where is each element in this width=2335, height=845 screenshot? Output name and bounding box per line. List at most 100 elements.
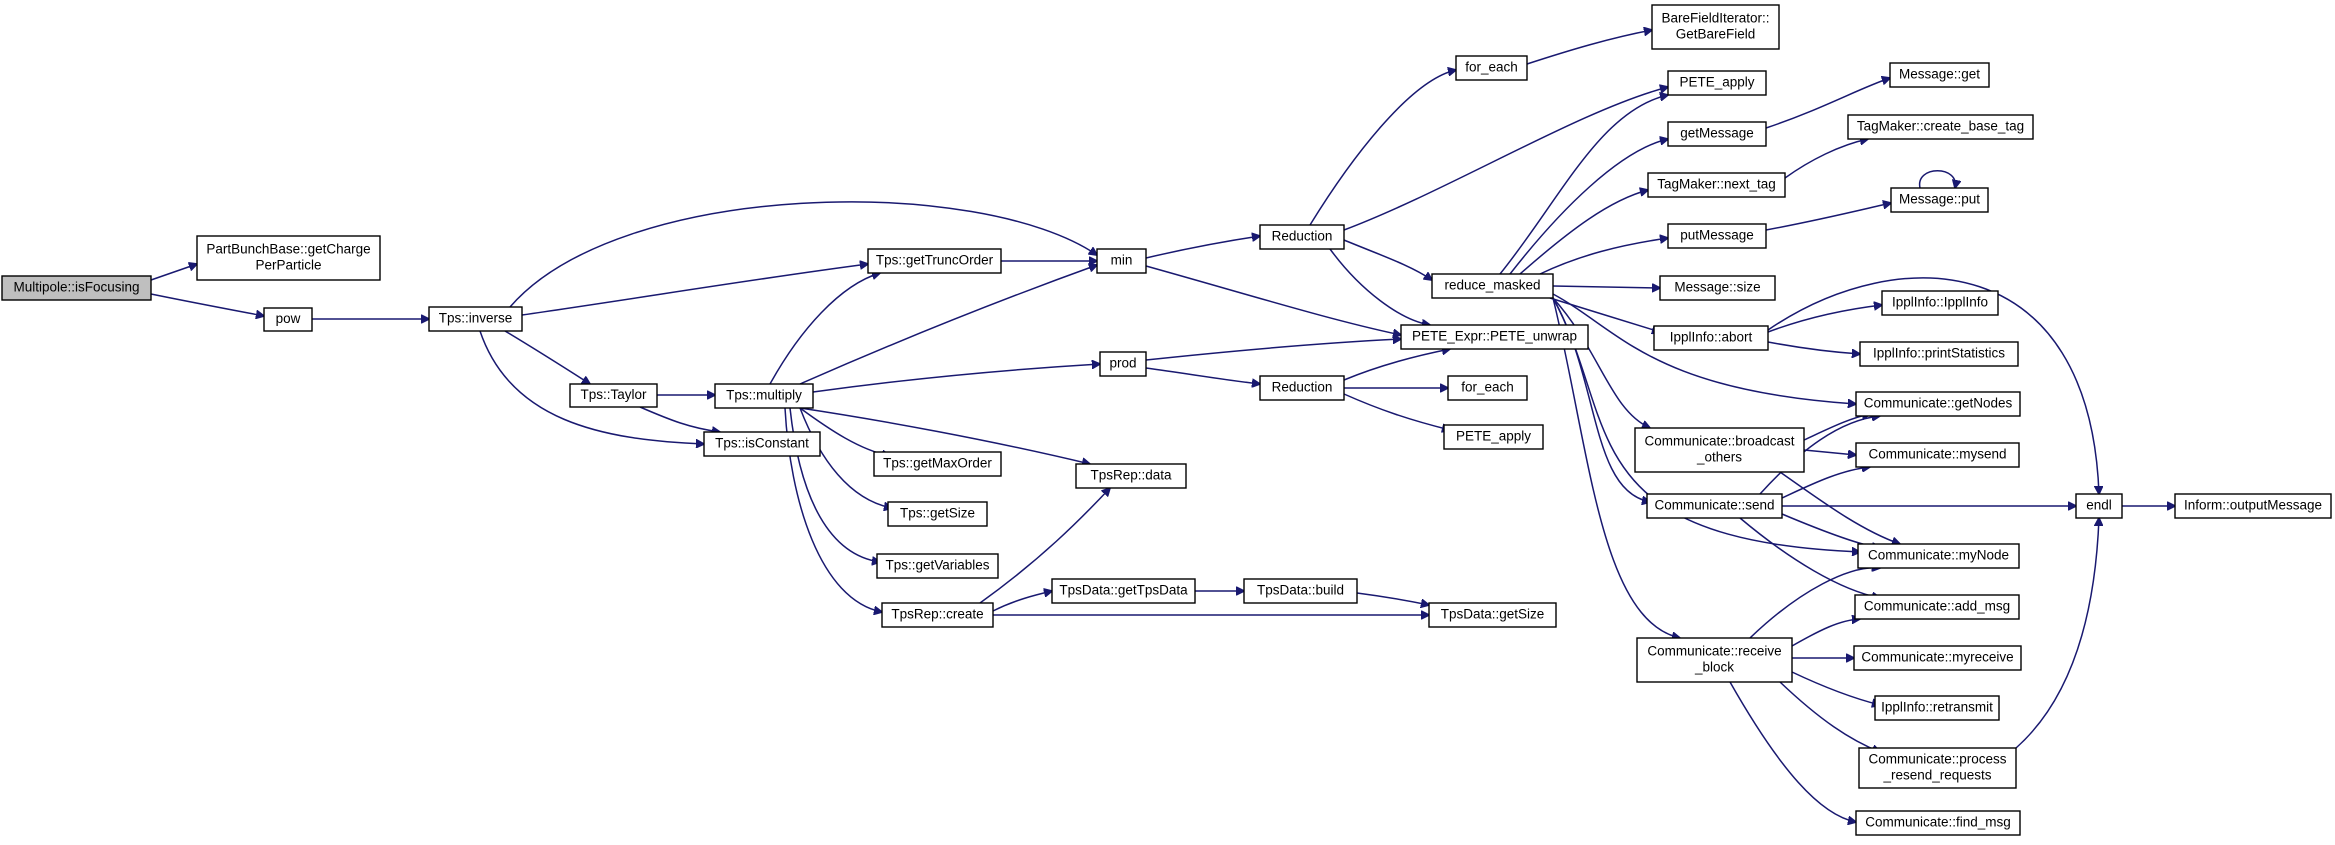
node-tpsRepCreate[interactable]: TpsRep::create: [881, 602, 994, 628]
node-getTruncOrder[interactable]: Tps::getTruncOrder: [867, 248, 1002, 274]
node-endl[interactable]: endl: [2075, 493, 2123, 519]
node-getTpsData[interactable]: TpsData::getTpsData: [1051, 578, 1196, 604]
node-forEach1[interactable]: for_each: [1455, 55, 1528, 81]
node-label: TpsData::build: [1257, 583, 1344, 598]
node-label: min: [1111, 253, 1133, 268]
node-label: Communicate::getNodes: [1864, 396, 2013, 411]
node-tpsRepData[interactable]: TpsRep::data: [1075, 463, 1187, 489]
node-myreceive[interactable]: Communicate::myreceive: [1853, 645, 2022, 671]
node-putMessage[interactable]: putMessage: [1667, 223, 1767, 249]
node-peteApply2[interactable]: PETE_apply: [1443, 424, 1544, 450]
edge-broadcast-to-getNodes: [1803, 414, 1870, 441]
node-nextTag[interactable]: TagMaker::next_tag: [1647, 172, 1786, 198]
node-ipplInfo[interactable]: IpplInfo::IpplInfo: [1881, 290, 1999, 316]
node-label: prod: [1109, 356, 1136, 371]
node-label: _resend_requests: [1882, 768, 1991, 783]
node-createBaseTag[interactable]: TagMaker::create_base_tag: [1847, 114, 2034, 140]
node-label: PETE_apply: [1679, 75, 1754, 90]
node-send[interactable]: Communicate::send: [1646, 493, 1783, 519]
node-addMsg[interactable]: Communicate::add_msg: [1854, 594, 2020, 620]
node-label: Tps::getMaxOrder: [883, 456, 992, 471]
node-label: for_each: [1461, 380, 1514, 395]
node-receiveBlock[interactable]: Communicate::receive_block: [1636, 637, 1793, 683]
node-forEach2[interactable]: for_each: [1447, 375, 1528, 401]
node-prod[interactable]: prod: [1099, 351, 1147, 377]
node-tpsDataBuild[interactable]: TpsData::build: [1243, 578, 1358, 604]
node-printStats[interactable]: IpplInfo::printStatistics: [1859, 341, 2019, 367]
node-box: [1667, 70, 1767, 96]
node-getSize[interactable]: Tps::getSize: [887, 501, 988, 527]
node-multiply[interactable]: Tps::multiply: [714, 383, 814, 409]
node-label: for_each: [1465, 60, 1518, 75]
node-bareField[interactable]: BareFieldIterator::GetBareField: [1651, 4, 1780, 50]
node-retransmit[interactable]: IpplInfo::retransmit: [1874, 695, 2000, 721]
node-peteUnwrap[interactable]: PETE_Expr::PETE_unwrap: [1400, 324, 1589, 350]
node-reduction1[interactable]: Reduction: [1259, 224, 1345, 250]
node-taylor[interactable]: Tps::Taylor: [569, 383, 658, 408]
edge-prod-to-reduction2: [1145, 367, 1260, 384]
node-box: [1874, 695, 2000, 721]
node-messageSize[interactable]: Message::size: [1659, 275, 1776, 301]
node-box: [1847, 114, 2034, 140]
node-tpsDataGetSize[interactable]: TpsData::getSize: [1428, 602, 1557, 628]
node-peteApply1[interactable]: PETE_apply: [1667, 70, 1767, 96]
node-box: [1447, 375, 1528, 401]
edge-inverse-to-isConstant: [479, 330, 704, 444]
node-messagePut[interactable]: Message::put: [1890, 187, 1989, 213]
node-label: _block: [1694, 660, 1734, 675]
node-reduceMasked[interactable]: reduce_masked: [1431, 273, 1554, 299]
node-label: Reduction: [1272, 380, 1333, 395]
node-label: pow: [276, 311, 301, 326]
node-min[interactable]: min: [1096, 248, 1147, 274]
node-box: [1431, 273, 1554, 299]
node-pow[interactable]: pow: [263, 307, 313, 332]
edge-send-to-myNode: [1781, 513, 1880, 548]
node-getVariables[interactable]: Tps::getVariables: [876, 553, 999, 579]
node-box: [1667, 223, 1767, 249]
edge-nextTag-to-createBaseTag: [1784, 139, 1868, 179]
node-getNodes[interactable]: Communicate::getNodes: [1855, 391, 2021, 417]
node-findMsg[interactable]: Communicate::find_msg: [1855, 810, 2021, 836]
node-box: [1259, 375, 1345, 401]
node-mysend[interactable]: Communicate::mysend: [1855, 442, 2020, 468]
node-label: Message::get: [1899, 67, 1980, 82]
node-box: [1858, 747, 2017, 789]
node-box: [1096, 248, 1147, 274]
edge-reduction1-to-forEach1: [1309, 70, 1456, 226]
node-messageGet[interactable]: Message::get: [1889, 62, 1990, 88]
edge-taylor-to-isConstant: [639, 406, 720, 432]
node-root[interactable]: Multipole::isFocusing: [1, 275, 152, 301]
node-outputMessage[interactable]: Inform::outputMessage: [2174, 493, 2332, 519]
node-label: Multipole::isFocusing: [13, 280, 139, 295]
node-label: IpplInfo::IpplInfo: [1892, 295, 1988, 310]
edge-messagePut-to-messagePut: [1919, 170, 1956, 188]
node-label: PETE_apply: [1456, 429, 1531, 444]
node-isConstant[interactable]: Tps::isConstant: [703, 431, 821, 457]
node-label: Tps::getVariables: [885, 558, 989, 573]
node-label: Tps::getTruncOrder: [876, 253, 994, 268]
node-ipplAbort[interactable]: IpplInfo::abort: [1653, 325, 1769, 351]
node-broadcast[interactable]: Communicate::broadcast_others: [1634, 427, 1805, 473]
node-processResend[interactable]: Communicate::process_resend_requests: [1858, 747, 2017, 789]
node-box: [867, 248, 1002, 274]
node-getMaxOrder[interactable]: Tps::getMaxOrder: [873, 451, 1002, 477]
node-label: Communicate::find_msg: [1865, 815, 2011, 830]
node-reduction2[interactable]: Reduction: [1259, 375, 1345, 401]
node-box: [887, 501, 988, 527]
node-box: [1667, 121, 1767, 147]
edge-ipplAbort-to-printStats: [1767, 341, 1860, 354]
node-label: PartBunchBase::getCharge: [206, 242, 370, 257]
node-label: TpsData::getSize: [1441, 607, 1545, 622]
node-getMessage[interactable]: getMessage: [1667, 121, 1767, 147]
node-myNode[interactable]: Communicate::myNode: [1857, 543, 2020, 569]
node-box: [881, 602, 994, 628]
node-box: [1890, 187, 1989, 213]
node-label: putMessage: [1680, 228, 1754, 243]
node-label: IpplInfo::retransmit: [1881, 700, 1993, 715]
node-inverse[interactable]: Tps::inverse: [428, 306, 523, 332]
node-label: Communicate::process: [1868, 752, 2006, 767]
node-label: Communicate::myNode: [1868, 548, 2009, 563]
edge-getMessage-to-messageGet: [1765, 78, 1890, 129]
edge-root-to-getCharge: [150, 264, 197, 281]
